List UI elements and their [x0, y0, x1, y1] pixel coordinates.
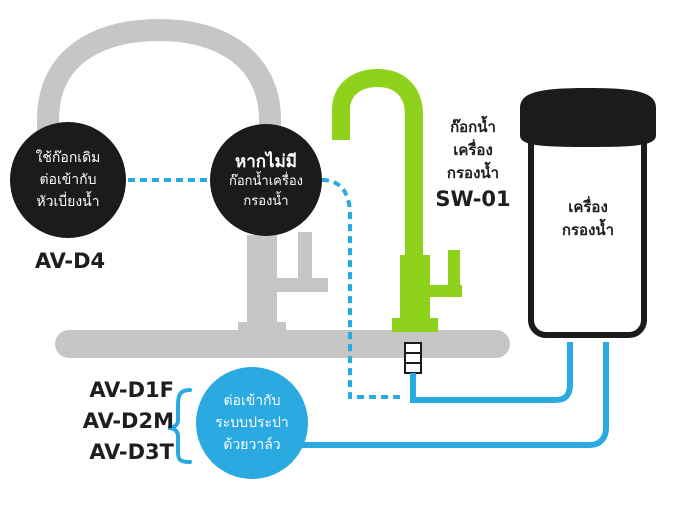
model-av-d3t: AV-D3T: [89, 440, 174, 464]
bottom-models: AV-D1F AV-D2M AV-D3T: [62, 375, 174, 468]
blue-circle-line2: ระบบประปา: [215, 415, 289, 431]
countertop: [55, 330, 510, 358]
faucet-label-line1: ก๊อกน้ำ: [450, 118, 496, 136]
faucet-label-line3: กรองน้ำ: [446, 164, 500, 182]
green-faucet-spout: [332, 68, 423, 262]
filter-label-line2: กรองน้ำ: [561, 221, 615, 239]
existing-faucet-arch: [37, 18, 281, 180]
left-circle-label: ใช้ก๊อกเดิม ต่อเข้ากับ หัวเบี่ยงน้ำ: [12, 147, 124, 213]
left-circle-bg: [10, 122, 126, 238]
middle-circle-label: หากไม่มี ก๊อกน้ำเครื่อง กรองน้ำ: [210, 152, 322, 212]
model-av-d1f: AV-D1F: [89, 378, 174, 402]
middle-circle-line3: กรองน้ำ: [243, 194, 289, 209]
blue-circle-label: ต่อเข้ากับ ระบบประปา ด้วยวาล์ว: [196, 390, 308, 456]
filter-label-line1: เครื่อง: [568, 198, 608, 216]
faucet-model: SW-01: [435, 187, 511, 211]
faucet-label: ก๊อกน้ำ เครื่อง กรองน้ำ SW-01: [425, 116, 521, 211]
green-faucet-body: [400, 255, 430, 323]
pipe-fitting: [404, 342, 422, 374]
blue-circle-line3: ด้วยวาล์ว: [223, 437, 281, 453]
filter-label: เครื่อง กรองน้ำ: [536, 196, 640, 242]
faucet-label-line2: เครื่อง: [453, 141, 493, 159]
blue-circle-line1: ต่อเข้ากับ: [223, 393, 281, 409]
left-circle-line2: ต่อเข้ากับ: [39, 172, 97, 188]
left-model-label: AV-D4: [34, 249, 106, 273]
middle-circle-line1: หากไม่มี: [234, 152, 297, 172]
existing-faucet-lever: [298, 232, 312, 292]
middle-circle-bg: [210, 124, 322, 236]
green-faucet-base: [392, 318, 438, 332]
water-filter-cap: [520, 88, 656, 147]
blue-pipe-outlet: [410, 342, 573, 403]
left-circle-line1: ใช้ก๊อกเดิม: [35, 150, 101, 166]
model-av-d2m: AV-D2M: [82, 409, 174, 433]
left-circle-line3: หัวเบี่ยงน้ำ: [36, 194, 100, 210]
green-faucet-lever: [448, 250, 460, 296]
blue-circle-bg: [196, 367, 308, 479]
blue-pipe-inlet: [300, 342, 609, 448]
middle-circle-line2: ก๊อกน้ำเครื่อง: [228, 174, 303, 189]
dotted-connector-down: [321, 178, 400, 399]
brace: [167, 388, 192, 464]
